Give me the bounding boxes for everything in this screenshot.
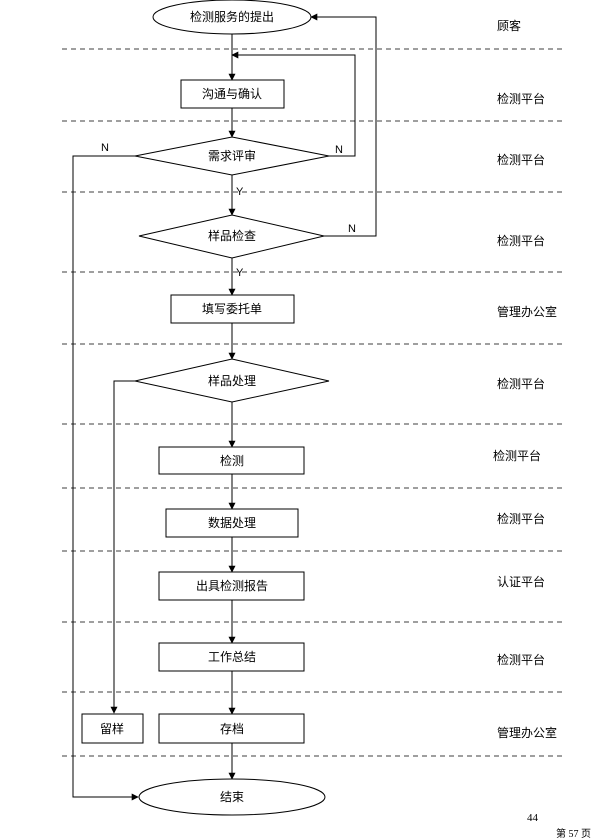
check-no-label: N	[348, 223, 356, 235]
report-node-label: 出具检测报告	[196, 578, 268, 593]
start-node-label: 检测服务的提出	[190, 9, 274, 24]
lane-label: 检测平台	[497, 511, 545, 526]
sample-process-decision	[134, 358, 330, 403]
archive-node	[158, 713, 305, 744]
review-yes-label: Y	[236, 186, 244, 198]
sample-check-decision-label: 样品检查	[208, 228, 256, 243]
edge-review-no-loop	[231, 51, 356, 157]
edge-process-to-retain	[110, 380, 135, 714]
lane-label: 检测平台	[497, 376, 545, 391]
retain-node	[81, 713, 144, 744]
review-decision-label: 需求评审	[208, 148, 256, 163]
retain-node-label: 留样	[100, 721, 124, 736]
start-node	[152, 0, 312, 35]
sample-process-decision-label: 样品处理	[208, 373, 256, 388]
lane-label: 检测平台	[493, 448, 541, 463]
lane-label: 检测平台	[497, 233, 545, 248]
communicate-node	[180, 79, 285, 109]
lane-label: 管理办公室	[497, 725, 557, 740]
lane-label: 顾客	[497, 18, 521, 33]
data-process-node-label: 数据处理	[208, 515, 256, 530]
communicate-node-label: 沟通与确认	[202, 87, 262, 101]
lane-label: 认证平台	[497, 574, 545, 589]
page-of-label: 第 57 页	[556, 829, 591, 840]
lane-label: 管理办公室	[497, 304, 557, 319]
edge-check-no-to-start	[310, 13, 377, 237]
data-process-node	[165, 508, 299, 538]
fill-form-node	[170, 294, 295, 324]
review-no-right-label: N	[335, 144, 343, 156]
page-number: 44	[527, 812, 538, 824]
lane-label: 检测平台	[497, 652, 545, 667]
edge-review-no-to-end	[72, 155, 139, 801]
check-yes-label: Y	[236, 267, 244, 279]
review-decision	[134, 136, 330, 176]
report-node	[158, 571, 305, 601]
test-node	[158, 446, 305, 475]
sample-check-decision	[138, 214, 325, 259]
archive-node-label: 存档	[220, 722, 244, 736]
test-node-label: 检测	[220, 453, 244, 468]
end-node-label: 结束	[220, 790, 244, 804]
lane-label: 检测平台	[497, 91, 545, 106]
summary-node	[158, 642, 305, 672]
end-node	[138, 778, 326, 816]
fill-form-node-label: 填写委托单	[202, 302, 262, 316]
summary-node-label: 工作总结	[208, 650, 256, 664]
review-no-left-label: N	[101, 142, 109, 154]
lane-label: 检测平台	[497, 152, 545, 167]
